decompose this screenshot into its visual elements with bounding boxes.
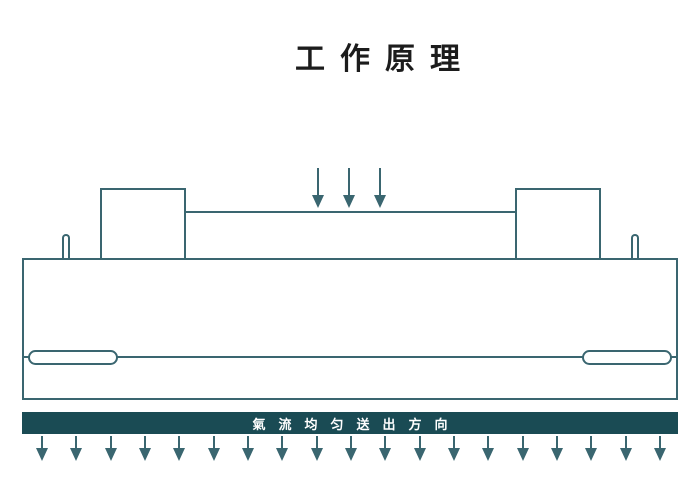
down-arrow-icon [70,436,83,461]
arrow-shaft [590,436,593,448]
down-arrow-icon [447,436,460,461]
arrow-head [550,448,563,461]
filter-divider-line [22,356,678,358]
outlet-arrows [36,436,666,461]
arrow-shaft [41,436,43,448]
arrow-shaft [349,436,352,448]
down-arrow-icon [276,436,289,461]
fan-box-right [515,188,601,260]
down-arrow-icon [374,168,386,208]
down-arrow-icon [550,436,563,461]
arrow-head [104,448,117,461]
arrow-head [343,195,355,208]
down-arrow-icon [310,436,323,461]
arrow-shaft [487,436,490,448]
down-arrow-icon [138,436,151,461]
arrow-head [36,448,48,461]
arrow-head [70,448,83,461]
arrow-head [312,195,324,208]
arrow-shaft [109,436,112,448]
down-arrow-icon [241,436,254,461]
arrow-shaft [624,436,627,448]
arrow-head [138,448,151,461]
arrow-head [447,448,460,461]
hook-right [631,234,639,260]
arrow-shaft [315,436,318,448]
down-arrow-icon [343,168,355,208]
arrow-shaft [384,436,387,448]
filter-handle-left [28,350,118,365]
arrow-head [207,448,220,461]
arrow-shaft [317,168,319,195]
down-arrow-icon [207,436,220,461]
down-arrow-icon [312,168,324,208]
airflow-direction-label: 氣流均匀送出方向 [252,416,461,432]
arrow-shaft [75,436,78,448]
arrow-shaft [555,436,558,448]
down-arrow-icon [516,436,529,461]
down-arrow-icon [653,436,666,461]
inlet-arrows [312,168,386,208]
down-arrow-icon [619,436,632,461]
arrow-head [585,448,598,461]
arrow-head [310,448,323,461]
machine-body [22,258,678,400]
arrow-head [516,448,529,461]
arrow-shaft [418,436,421,448]
arrow-head [276,448,289,461]
arrow-shaft [281,436,284,448]
arrow-head [482,448,495,461]
arrow-head [344,448,357,461]
arrow-head [374,195,386,208]
arrow-shaft [143,436,146,448]
down-arrow-icon [104,436,117,461]
arrow-shaft [658,436,661,448]
arrow-shaft [379,168,381,195]
down-arrow-icon [36,436,48,461]
down-arrow-icon [585,436,598,461]
hook-left [62,234,70,260]
airflow-direction-bar: 氣流均匀送出方向 [22,412,678,434]
fan-box-left [100,188,186,260]
arrow-head [653,448,666,461]
arrow-head [379,448,392,461]
arrow-shaft [348,168,350,195]
down-arrow-icon [379,436,392,461]
down-arrow-icon [482,436,495,461]
down-arrow-icon [173,436,186,461]
top-panel-line [186,211,516,213]
arrow-shaft [178,436,181,448]
arrow-shaft [212,436,215,448]
down-arrow-icon [344,436,357,461]
arrow-head [619,448,632,461]
arrow-shaft [452,436,455,448]
filter-handle-right [582,350,672,365]
down-arrow-icon [413,436,426,461]
arrow-shaft [521,436,524,448]
arrow-head [173,448,186,461]
arrow-head [241,448,254,461]
arrow-shaft [246,436,249,448]
arrow-head [413,448,426,461]
page-title: 工作原理 [295,43,475,76]
